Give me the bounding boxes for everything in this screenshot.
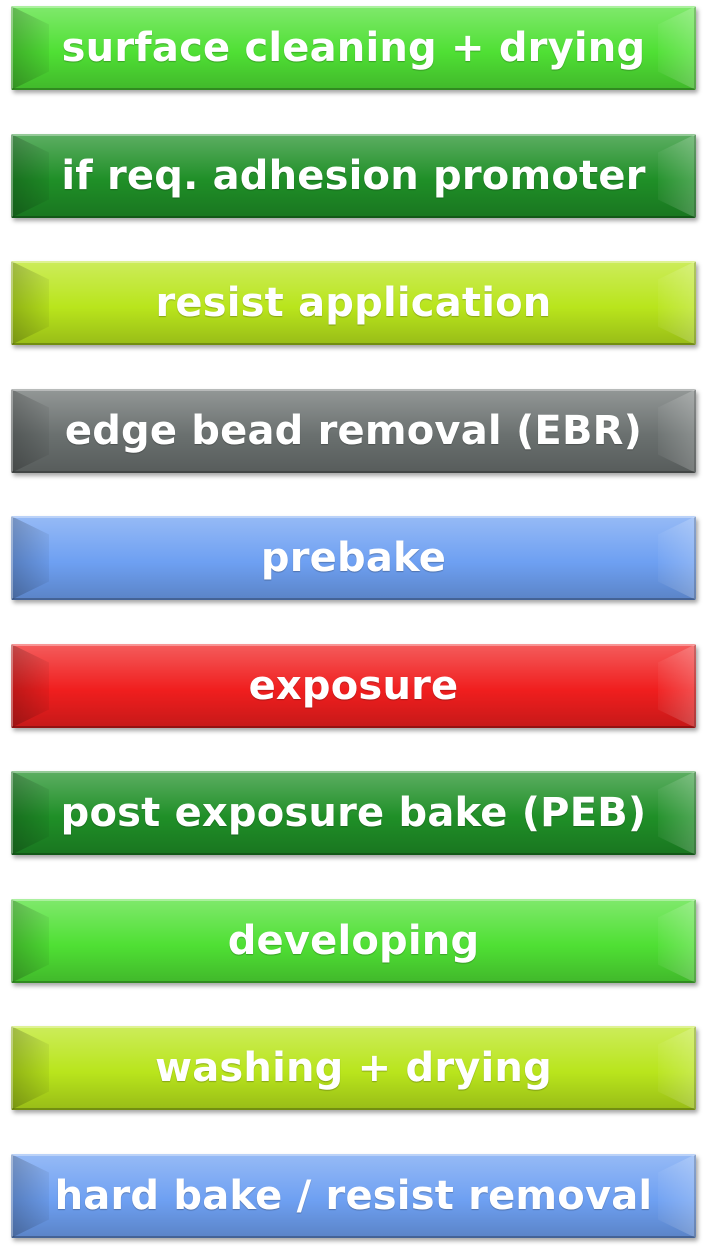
bevel-left [11, 899, 49, 983]
step-label: resist application [155, 280, 552, 326]
step-washing-drying: washing + drying [11, 1026, 696, 1110]
step-prebake: prebake [11, 516, 696, 600]
bevel-left [11, 516, 49, 600]
step-exposure: exposure [11, 644, 696, 728]
step-post-exposure-bake: post exposure bake (PEB) [11, 771, 696, 855]
bevel-right [658, 261, 696, 345]
step-label: if req. adhesion promoter [61, 153, 646, 199]
step-edge-bead-removal: edge bead removal (EBR) [11, 389, 696, 473]
bevel-right [658, 644, 696, 728]
bevel-left [11, 1026, 49, 1110]
bevel-right [658, 1154, 696, 1238]
step-label: hard bake / resist removal [54, 1173, 653, 1219]
step-label: prebake [260, 535, 447, 581]
bevel-left [11, 134, 49, 218]
bevel-right [658, 771, 696, 855]
step-adhesion-promoter: if req. adhesion promoter [11, 134, 696, 218]
step-hard-bake: hard bake / resist removal [11, 1154, 696, 1238]
bevel-right [658, 1026, 696, 1110]
bevel-left [11, 1154, 49, 1238]
bevel-left [11, 6, 49, 90]
bevel-right [658, 389, 696, 473]
bevel-left [11, 261, 49, 345]
step-label: surface cleaning + drying [61, 25, 646, 71]
bevel-right [658, 6, 696, 90]
step-surface-cleaning: surface cleaning + drying [11, 6, 696, 90]
bevel-left [11, 644, 49, 728]
bevel-left [11, 389, 49, 473]
bevel-right [658, 516, 696, 600]
step-label: washing + drying [155, 1045, 552, 1091]
bevel-right [658, 899, 696, 983]
bevel-right [658, 134, 696, 218]
step-label: post exposure bake (PEB) [60, 790, 647, 836]
step-label: edge bead removal (EBR) [64, 408, 643, 454]
step-label: exposure [248, 663, 459, 709]
step-resist-application: resist application [11, 261, 696, 345]
bevel-left [11, 771, 49, 855]
step-developing: developing [11, 899, 696, 983]
step-label: developing [227, 918, 480, 964]
